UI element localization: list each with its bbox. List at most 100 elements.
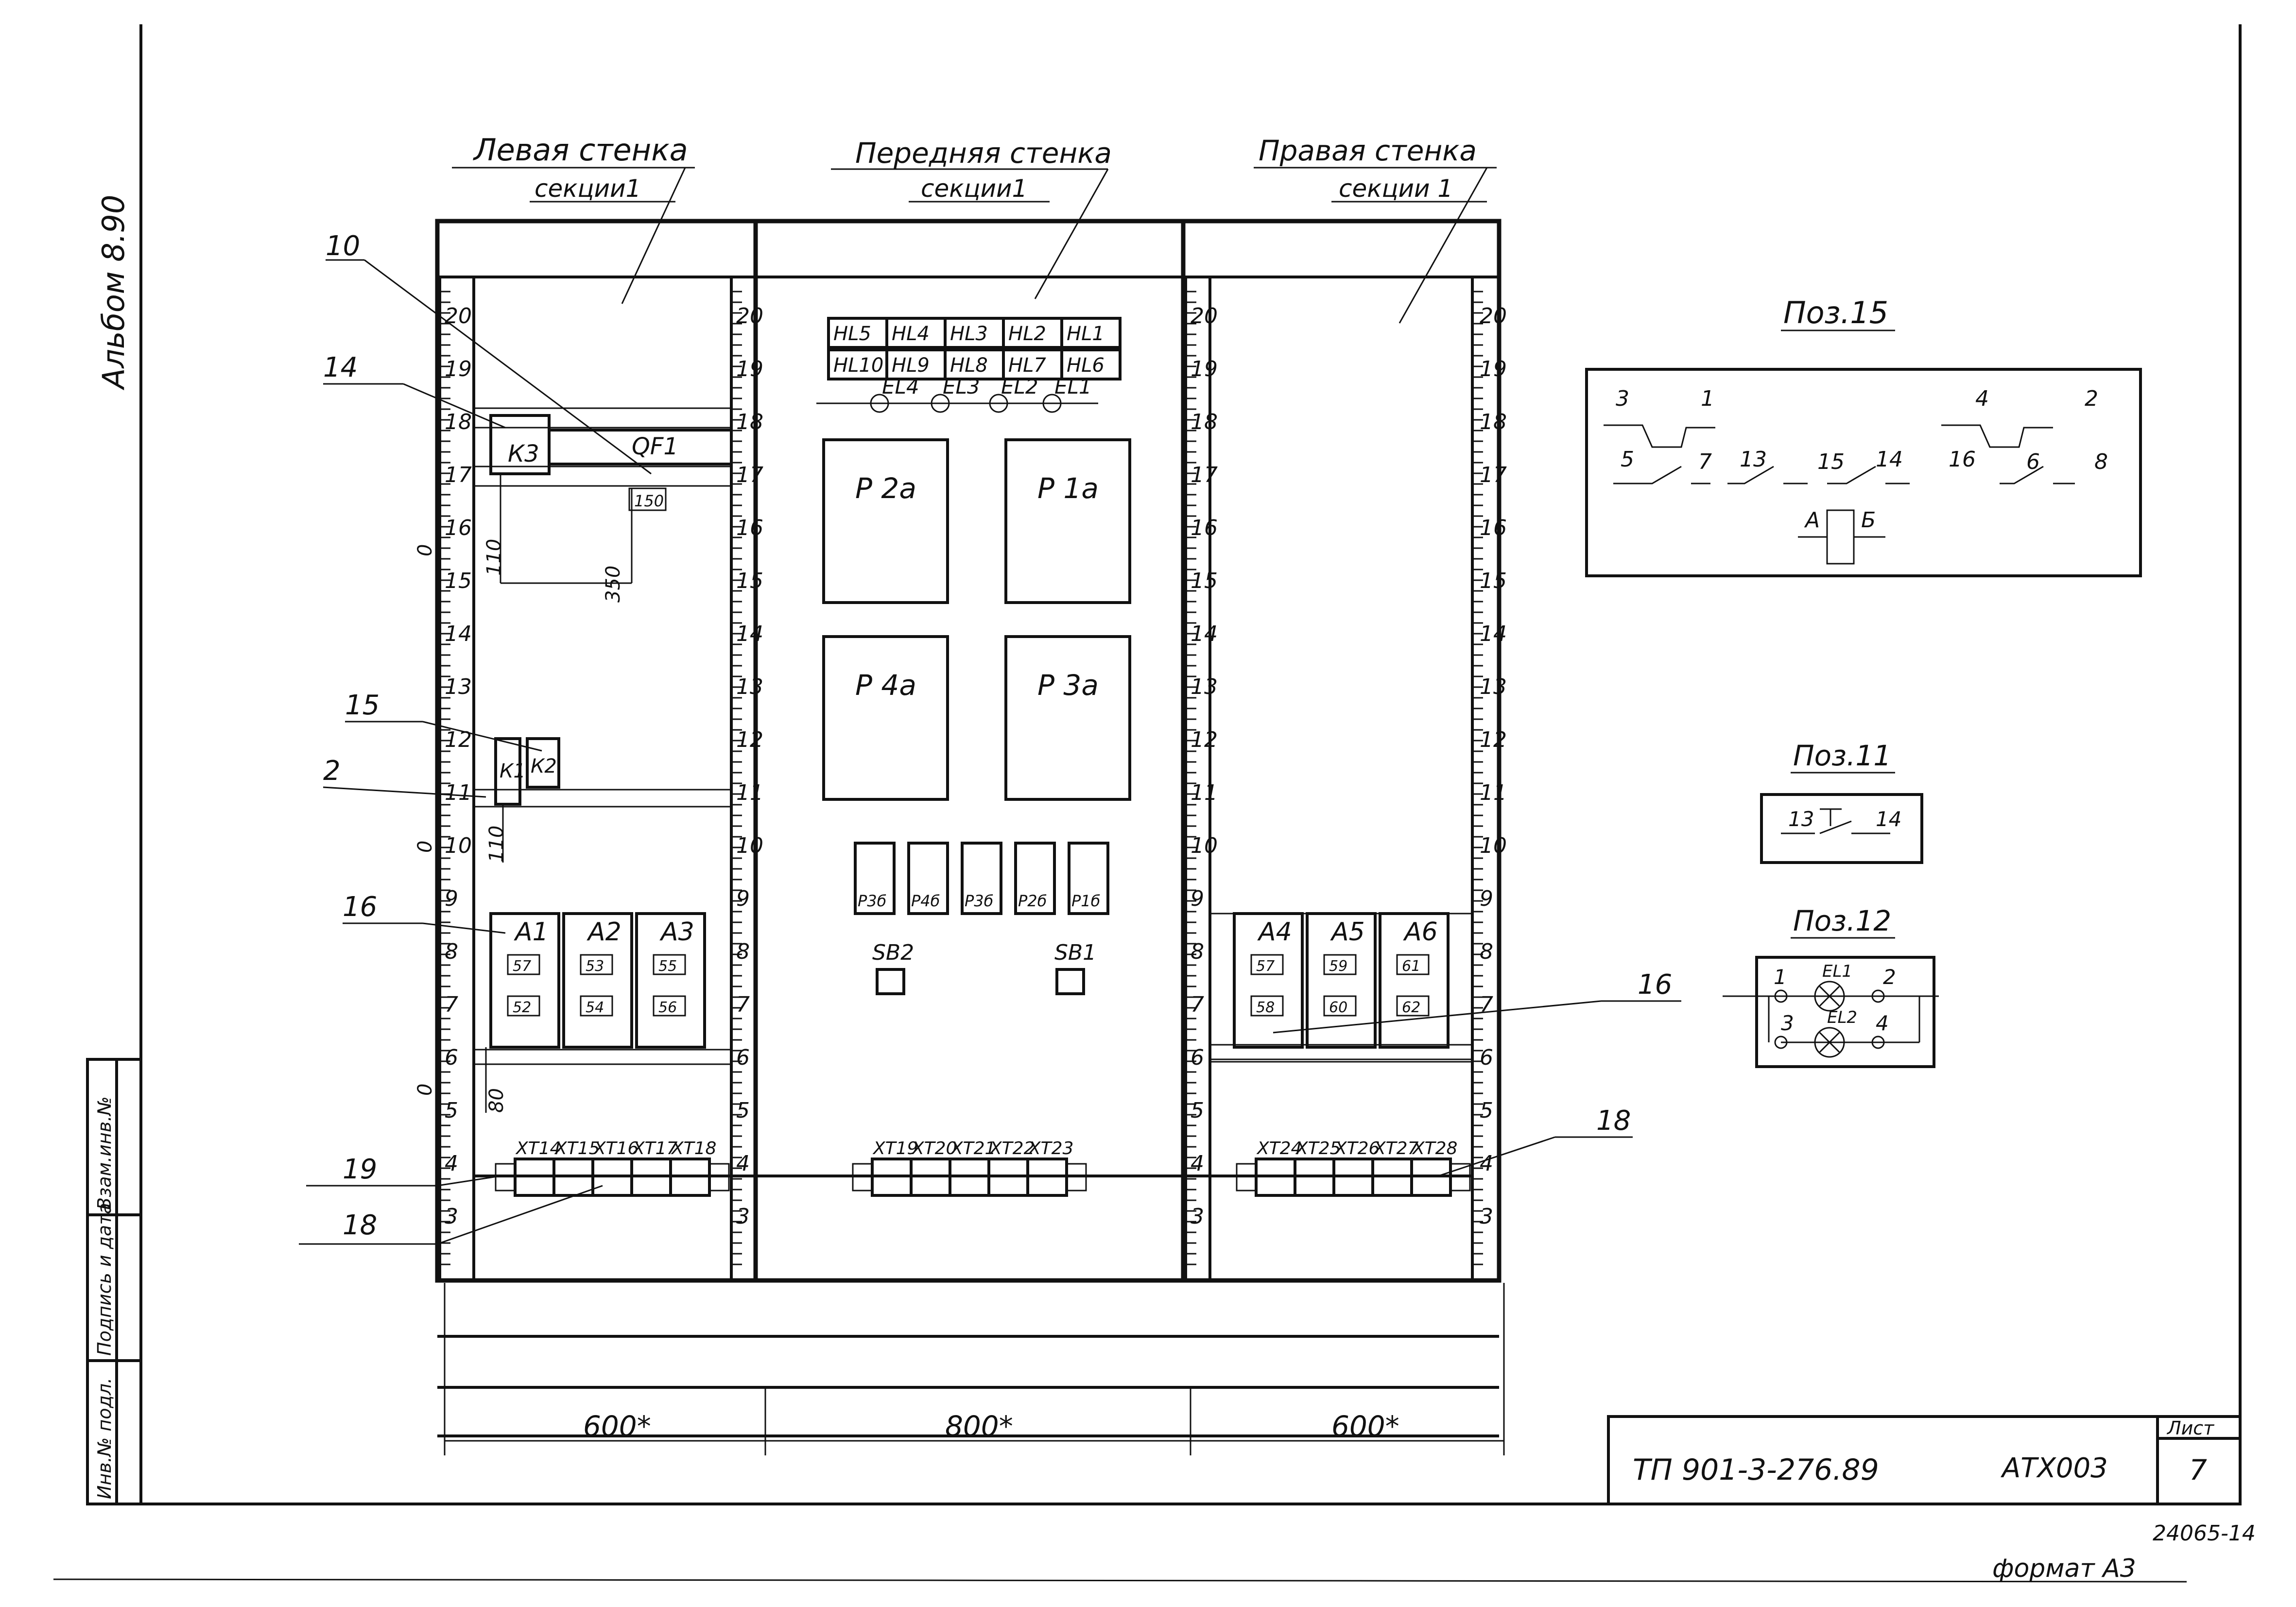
small-relay-label-1: Р4б bbox=[911, 892, 940, 910]
rail-number-15-1: 15 bbox=[736, 569, 763, 593]
rail-number-4-2: 4 bbox=[1191, 1151, 1204, 1176]
rail-number-13-1: 13 bbox=[736, 674, 763, 699]
terminal-label-XT20: XT20 bbox=[911, 1139, 957, 1158]
rail-number-4-3: 4 bbox=[1480, 1151, 1493, 1176]
mounting-bar bbox=[473, 466, 732, 487]
album-text: Альбом 8.90 bbox=[96, 195, 131, 391]
rail-number-3-1: 3 bbox=[736, 1204, 750, 1229]
sheet-label: Лист bbox=[2166, 1417, 2215, 1439]
rail-number-17-0: 17 bbox=[445, 463, 472, 487]
small-relay-4 bbox=[1068, 842, 1109, 915]
callout-leader bbox=[437, 1185, 603, 1245]
rail-2 bbox=[1184, 276, 1211, 1282]
left-wall: К3 QF1 150 110 350 0 К1 К2 110 0 80 0 bbox=[414, 414, 733, 1113]
title-block: ТП 901-3-276.89 АТХ003 Лист 7 24065-14 ф… bbox=[1607, 1415, 2256, 1583]
poz11-l13: 13 bbox=[1788, 807, 1814, 831]
rail-number-8-1: 8 bbox=[736, 939, 750, 964]
poz12-l4: 4 bbox=[1876, 1011, 1889, 1035]
rail-number-12-2: 12 bbox=[1191, 727, 1218, 752]
relay-panel-0 bbox=[822, 438, 949, 604]
rail-number-9-2: 9 bbox=[1191, 886, 1204, 911]
module-tag-box bbox=[653, 995, 686, 1017]
module-label-2: А3 bbox=[659, 917, 694, 947]
callout-10: 10 bbox=[326, 230, 360, 262]
front-wall-title: Передняя стенка bbox=[855, 137, 1112, 170]
module-tag-5-1: 62 bbox=[1402, 999, 1420, 1016]
button-sb2-label: SB2 bbox=[872, 940, 914, 965]
poz15-l16: 16 bbox=[1949, 447, 1976, 472]
callout-2: 2 bbox=[323, 755, 341, 787]
rail-3 bbox=[1471, 276, 1501, 1282]
format-label: формат А3 bbox=[1992, 1554, 2136, 1583]
lamp-cell bbox=[1060, 317, 1122, 349]
rail-number-9-1: 9 bbox=[736, 886, 750, 911]
rail-number-14-0: 14 bbox=[445, 622, 472, 646]
rail-number-7-0: 7 bbox=[445, 992, 458, 1017]
module-5 bbox=[1379, 912, 1450, 1049]
relay-panel-label-0: Р 2а bbox=[855, 472, 916, 505]
callout-leader bbox=[1273, 1000, 1602, 1034]
poz15-l14: 14 bbox=[1876, 447, 1903, 472]
terminal-label-XT17: XT17 bbox=[632, 1139, 678, 1158]
rail-number-5-2: 5 bbox=[1191, 1098, 1204, 1123]
module-2 bbox=[635, 912, 706, 1049]
rail-number-17-1: 17 bbox=[736, 463, 763, 487]
rail-number-7-2: 7 bbox=[1191, 992, 1204, 1017]
rail-number-20-2: 20 bbox=[1191, 304, 1218, 328]
light-socket bbox=[1042, 394, 1062, 413]
dim-80: 80 bbox=[485, 1088, 508, 1113]
terminal-label-XT16: XT16 bbox=[593, 1139, 639, 1158]
callout-14: 14 bbox=[323, 352, 358, 383]
front-wall-subtitle: секции1 bbox=[921, 174, 1027, 203]
module-tag-0-0: 57 bbox=[513, 958, 531, 975]
rail-number-11-3: 11 bbox=[1480, 780, 1507, 805]
callout-15: 15 bbox=[345, 690, 380, 721]
rail-number-3-0: 3 bbox=[445, 1204, 458, 1229]
poz15-l1: 1 bbox=[1701, 386, 1714, 411]
dim-110-top: 110 bbox=[483, 539, 505, 576]
callout-16: 16 bbox=[343, 891, 377, 923]
module-tag-3-0: 57 bbox=[1256, 958, 1275, 975]
module-tag-1-1: 54 bbox=[586, 999, 604, 1016]
terminal-label-XT27: XT27 bbox=[1373, 1139, 1419, 1158]
rail-number-19-0: 19 bbox=[445, 357, 472, 381]
small-relay-2 bbox=[961, 842, 1002, 915]
rail-0 bbox=[438, 276, 475, 1282]
rail-number-14-2: 14 bbox=[1191, 622, 1218, 646]
module-tag-3-1: 58 bbox=[1256, 999, 1275, 1016]
poz15-la: А bbox=[1804, 508, 1820, 533]
module-tag-box bbox=[580, 995, 613, 1017]
width-right: 600* bbox=[1331, 1410, 1399, 1443]
rail-1 bbox=[730, 276, 757, 1282]
terminal-label-XT25: XT25 bbox=[1295, 1139, 1341, 1158]
poz15-l5: 5 bbox=[1621, 447, 1634, 472]
rail-number-13-0: 13 bbox=[445, 674, 472, 699]
document-code: ТП 901-3-276.89 bbox=[1633, 1453, 1879, 1487]
cabinet-outline: 600* 800* 600* bbox=[435, 219, 1505, 1455]
small-relay-1 bbox=[907, 842, 949, 915]
dim-zero-3: 0 bbox=[414, 1084, 436, 1096]
poz11-l14: 14 bbox=[1876, 807, 1901, 831]
breaker-qf1-label: QF1 bbox=[632, 433, 678, 460]
module-tag-box bbox=[1250, 995, 1284, 1017]
lamp-cell bbox=[1060, 348, 1122, 380]
detail-poz15: Поз.15 3 1 4 2 5 7 13 15 14 16 6 8 А Б bbox=[1585, 295, 2142, 577]
rail-number-10-0: 10 bbox=[445, 833, 472, 858]
poz15-lb: Б bbox=[1861, 508, 1876, 533]
side-cell-sign: Подпись и дата bbox=[94, 1203, 115, 1356]
callout-18: 18 bbox=[343, 1210, 377, 1241]
poz15-l6: 6 bbox=[2026, 449, 2040, 474]
callout-leader bbox=[403, 383, 506, 429]
terminal-label-XT18: XT18 bbox=[671, 1139, 716, 1158]
rail-number-14-3: 14 bbox=[1480, 622, 1507, 646]
poz12-el1: EL1 bbox=[1822, 962, 1852, 981]
poz15-l3: 3 bbox=[1616, 386, 1629, 411]
poz15-l7: 7 bbox=[1698, 449, 1712, 474]
rail-number-17-3: 17 bbox=[1480, 463, 1507, 487]
rail-number-10-1: 10 bbox=[736, 833, 763, 858]
